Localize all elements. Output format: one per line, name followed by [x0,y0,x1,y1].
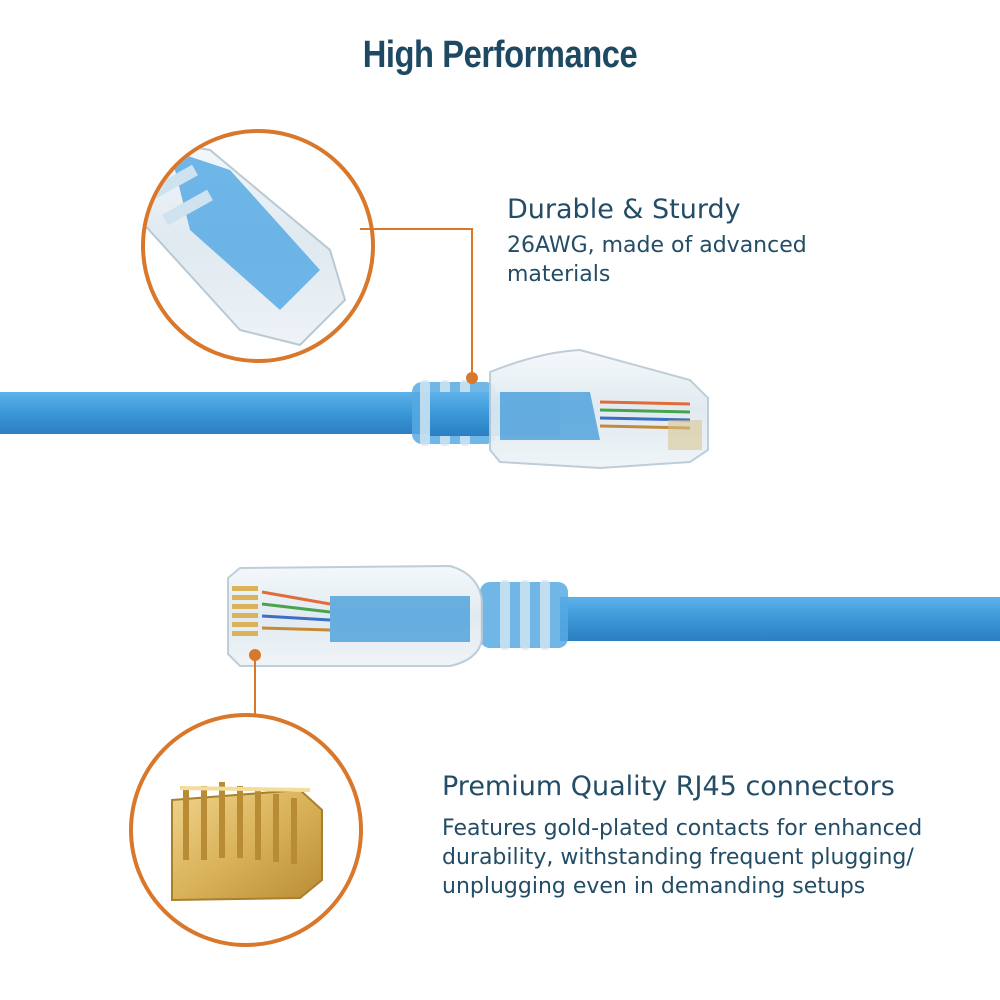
lower-boot [480,580,568,650]
callout-connectors [129,649,363,947]
page-title: High Performance [362,34,638,76]
gold-contacts [232,586,258,636]
feature-heading-durable: Durable & Sturdy [507,194,741,225]
upper-cable [0,348,709,470]
upper-plug [489,348,709,470]
feature-description-connectors: Features gold-plated contacts for enhanc… [442,816,923,899]
feature-heading-connectors: Premium Quality RJ45 connectors [442,771,895,802]
callout-durable [141,129,478,384]
lower-cable [227,564,1000,667]
gold-contact-closeup [171,782,323,902]
feature-description-durable: 26AWG, made of advanced materials [507,233,807,287]
lower-plug [227,564,483,667]
